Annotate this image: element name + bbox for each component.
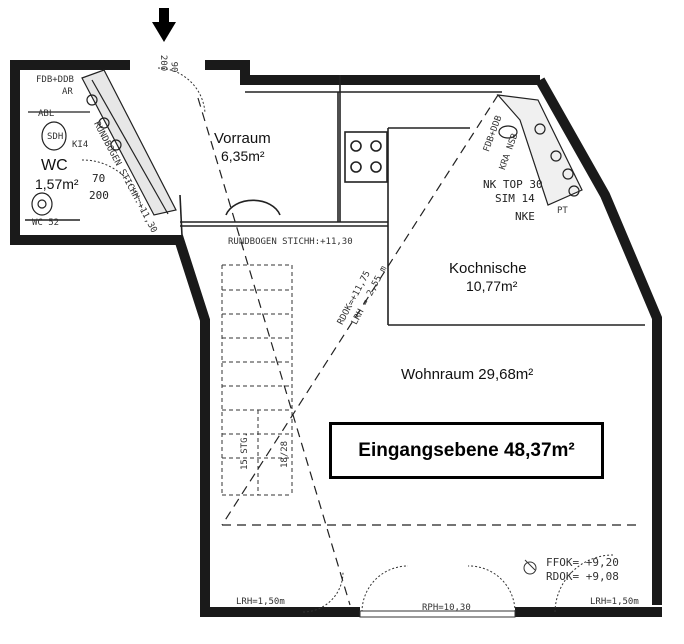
top-door-dim: 200	[158, 54, 169, 72]
wc-name: WC	[41, 157, 68, 174]
interior-walls	[25, 75, 645, 326]
kitchen-pt: PT	[557, 206, 568, 216]
fdb-label: FDB+DDB	[36, 75, 74, 85]
kitchen-fixtures	[496, 94, 583, 206]
vorraum-name: Vorraum	[214, 130, 271, 147]
rundbogen-main: RUNDBOGEN STICHH:+11,30	[228, 237, 353, 247]
wc-fixtures	[28, 69, 177, 216]
kitchen-nk: NK TOP 30	[483, 178, 543, 191]
kitchen-sim: SIM 14	[495, 192, 535, 205]
kochnische-area: 10,77m²	[466, 278, 518, 294]
stairs-ratio: 18/28	[280, 440, 290, 468]
abl-label: ABL	[38, 109, 55, 119]
wc-area: 1,57m²	[35, 176, 79, 192]
wohnraum-label: Wohnraum 29,68m²	[401, 366, 534, 383]
rdok-bottom-label: RDOK= +9,08	[546, 570, 619, 583]
staircase	[221, 264, 293, 496]
floor-area-summary: Eingangsebene 48,37m²	[329, 422, 604, 479]
entrance-arrow-icon	[152, 8, 176, 42]
kochnische-name: Kochnische	[449, 260, 527, 277]
outer-walls	[10, 60, 662, 617]
wc-door-width: 70	[92, 172, 106, 185]
door-swings	[81, 67, 614, 613]
bottom-openings	[359, 559, 537, 618]
sdh-label: SDH	[47, 132, 64, 142]
ki-label: KI4	[72, 140, 89, 150]
vorraum-area: 6,35m²	[221, 148, 265, 164]
stairs-count: 15 STG.	[240, 432, 250, 470]
top-door-dim-b: 90	[168, 61, 179, 73]
wc-door-height: 200	[89, 189, 109, 202]
lrh-left-label: LRH=1,50m	[236, 597, 285, 607]
ffok-label: FFOK= +9,20	[546, 556, 619, 569]
summary-label: Eingangsebene 48,37m²	[358, 439, 575, 461]
wc-corner-label: WC 52	[32, 218, 60, 228]
lrh-right-label: LRH=1,50m	[590, 597, 639, 607]
rph-label: RPH=10,30	[422, 603, 471, 613]
ar-label: AR	[62, 87, 73, 97]
kitchen-nke: NKE	[515, 210, 535, 223]
ceiling-lines	[197, 94, 640, 606]
